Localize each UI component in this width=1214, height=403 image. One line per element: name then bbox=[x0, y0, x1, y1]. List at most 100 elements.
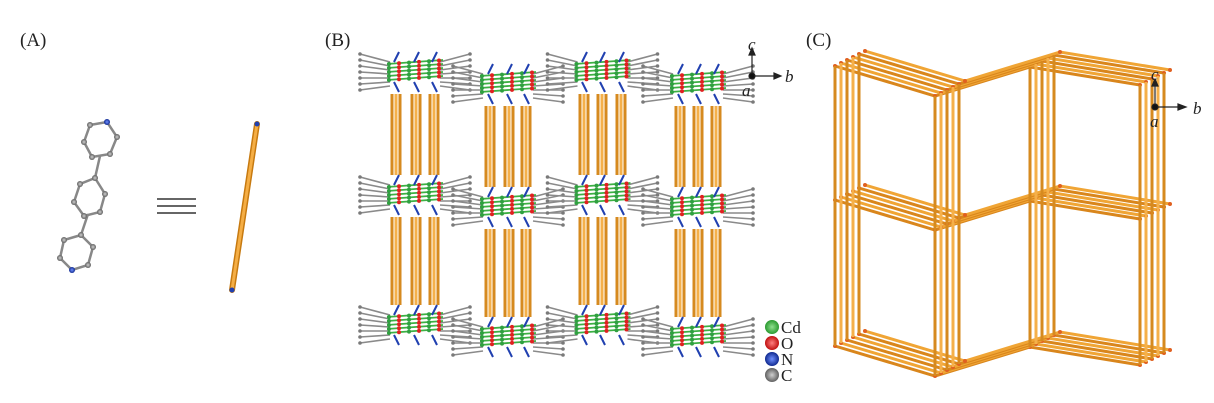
ligand-bond bbox=[722, 71, 754, 79]
cd-o-bond bbox=[479, 328, 537, 334]
metal-oxygen-atom bbox=[427, 186, 431, 191]
metal-oxygen-atom bbox=[584, 196, 589, 201]
cd-o-bond bbox=[574, 59, 631, 65]
metal-oxygen-atom bbox=[690, 76, 694, 81]
metal-oxygen-atom bbox=[680, 326, 684, 331]
ligand-bond bbox=[722, 220, 754, 226]
n-bond bbox=[581, 51, 588, 63]
ligand-bond bbox=[532, 97, 564, 103]
metal-oxygen-atom bbox=[417, 67, 421, 72]
cd-o-bond bbox=[386, 316, 444, 322]
metal-oxygen-atom bbox=[594, 72, 599, 77]
carbon-atom bbox=[561, 187, 565, 191]
carbon-atom bbox=[451, 193, 455, 197]
ligand-bond bbox=[439, 306, 471, 316]
ligand-bond bbox=[452, 350, 484, 356]
n-bond bbox=[523, 216, 530, 228]
carbon-atom bbox=[655, 329, 660, 333]
metal-oxygen-atom bbox=[530, 327, 534, 332]
metal-oxygen-atom bbox=[387, 189, 391, 193]
ligand-bond bbox=[722, 97, 754, 103]
carbon-atom bbox=[545, 181, 550, 185]
carbon-atom bbox=[358, 335, 362, 339]
metal-oxygen-atom bbox=[480, 335, 484, 339]
network-edge bbox=[864, 49, 1171, 83]
metal-oxygen-atom bbox=[397, 200, 401, 205]
n-bond bbox=[618, 174, 625, 186]
carbon-atom bbox=[451, 353, 455, 357]
ligand-bond bbox=[627, 53, 658, 63]
carbon-atom bbox=[751, 323, 755, 327]
metal-oxygen-atom bbox=[530, 193, 534, 198]
metal-oxygen-atom bbox=[427, 59, 431, 64]
ligand-bond bbox=[359, 182, 391, 190]
carbon-atom bbox=[358, 64, 362, 68]
carbon-atom bbox=[561, 217, 565, 221]
metal-oxygen-atom bbox=[594, 313, 599, 318]
n-bond bbox=[695, 346, 702, 358]
metal-oxygen-atom bbox=[574, 185, 579, 189]
carbon-atom bbox=[561, 341, 565, 345]
n-bond bbox=[431, 174, 438, 186]
metal-oxygen-atom bbox=[574, 189, 579, 193]
carbon-atom bbox=[751, 187, 755, 191]
ligand-bond bbox=[642, 83, 674, 87]
metal-oxygen-atom bbox=[670, 205, 674, 209]
metal-oxygen-atom bbox=[700, 83, 704, 88]
metal-oxygen-atom bbox=[427, 63, 431, 68]
ligand-bond bbox=[359, 81, 391, 85]
network-node bbox=[863, 49, 867, 53]
n-bond bbox=[487, 93, 494, 105]
metal-oxygen-atom bbox=[710, 75, 714, 80]
metal-oxygen-atom bbox=[500, 88, 504, 93]
ligand-bond bbox=[452, 324, 484, 332]
metal-oxygen-atom bbox=[604, 67, 609, 72]
metal-oxygen-atom bbox=[500, 211, 504, 216]
metal-oxygen-atom bbox=[417, 320, 421, 325]
axis-indicator-c: c b a bbox=[1150, 65, 1202, 131]
n-bond bbox=[487, 186, 494, 198]
metal-oxygen-atom bbox=[720, 193, 724, 198]
ligand-bond bbox=[452, 220, 484, 226]
carbon-atom bbox=[468, 181, 472, 185]
metal-oxygen-atom bbox=[500, 84, 504, 89]
metal-oxygen-atom bbox=[427, 194, 431, 199]
carbon-atom bbox=[655, 311, 660, 315]
ligand-bond bbox=[722, 77, 754, 83]
metal-oxygen-atom bbox=[510, 324, 514, 329]
cd-o-bond bbox=[574, 328, 631, 334]
ligand-bond bbox=[547, 176, 578, 186]
metal-oxygen-atom bbox=[584, 326, 589, 331]
metal-oxygen-atom bbox=[480, 331, 484, 335]
metal-oxygen-atom bbox=[530, 70, 534, 75]
n-bond bbox=[695, 216, 702, 228]
metal-oxygen-atom bbox=[700, 324, 704, 329]
n-bond bbox=[523, 63, 530, 75]
cd-o-bond bbox=[479, 202, 537, 208]
metal-oxygen-atom bbox=[397, 188, 401, 193]
legend-item-o: O bbox=[765, 334, 793, 353]
metal-oxygen-atom bbox=[680, 208, 684, 213]
ligand-bond bbox=[722, 216, 754, 220]
metal-oxygen-atom bbox=[520, 328, 524, 333]
carbon-atom bbox=[545, 211, 550, 215]
metal-oxygen-atom bbox=[614, 320, 619, 325]
ligand-bond bbox=[547, 338, 578, 344]
carbon-atom bbox=[641, 323, 645, 327]
carbon-atom bbox=[641, 187, 645, 191]
metal-oxygen-atom bbox=[397, 61, 401, 66]
metal-oxygen-atom bbox=[594, 199, 599, 204]
metal-oxygen-atom bbox=[437, 58, 441, 63]
metal-oxygen-atom bbox=[594, 183, 599, 188]
metal-oxygen-atom bbox=[584, 322, 589, 327]
metal-oxygen-atom bbox=[407, 313, 411, 318]
metal-oxygen-atom bbox=[680, 85, 684, 90]
carbon-atom bbox=[655, 70, 660, 74]
metal-oxygen-atom bbox=[520, 87, 524, 92]
metal-oxygen-atom bbox=[520, 202, 524, 207]
svg-text:O: O bbox=[781, 334, 793, 353]
metal-oxygen-atom bbox=[490, 342, 494, 347]
metal-oxygen-atom bbox=[614, 328, 619, 333]
carbon-atom bbox=[545, 82, 550, 86]
ligand-bond bbox=[359, 188, 391, 194]
